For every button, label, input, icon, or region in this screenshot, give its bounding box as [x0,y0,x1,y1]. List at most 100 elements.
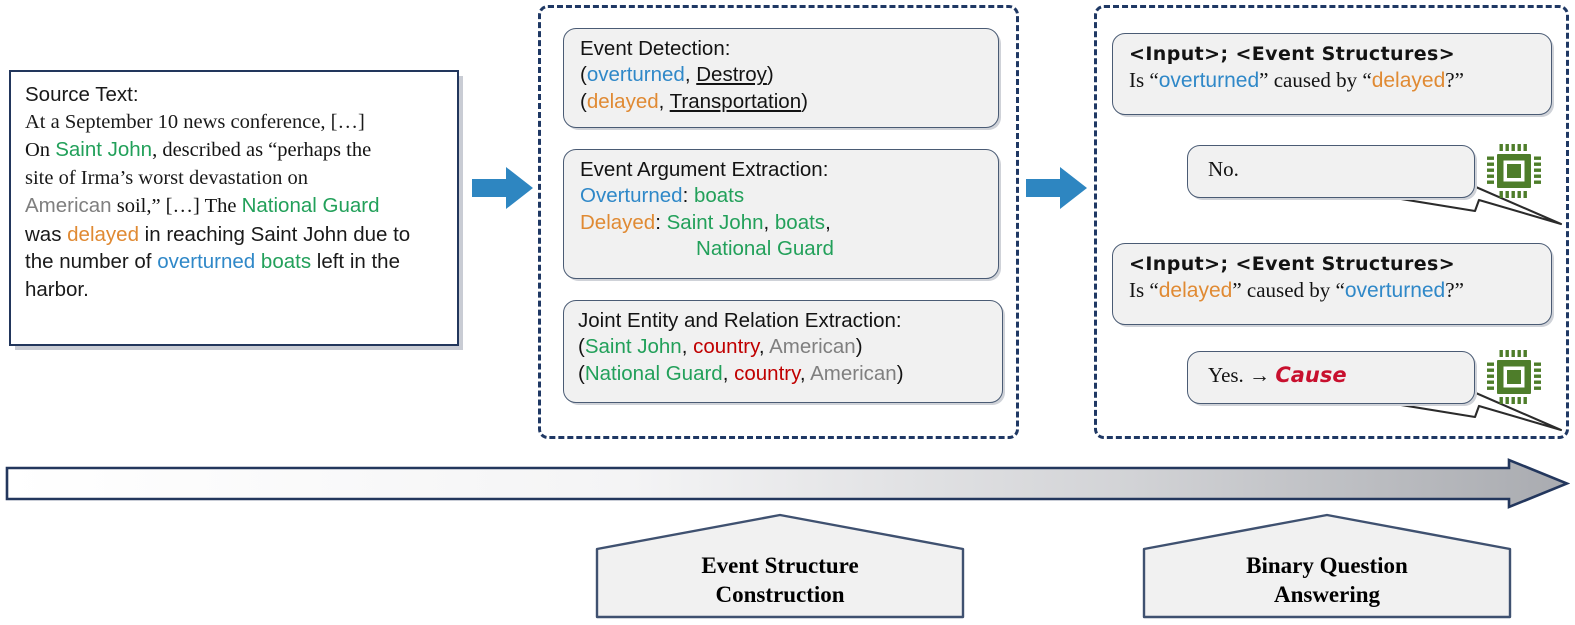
banner-binary-question-answering: Binary Question Answering [1141,512,1513,620]
qa-answer-1: No. [1208,157,1239,181]
blue-arrow-source-to-structures [472,165,534,216]
qa-answer-card-2: Yes. → Cause [1187,351,1475,404]
source-text-heading: Source Text: [25,83,139,106]
pipeline-timeline-arrow [5,458,1571,510]
eae-r3-args: National Guard [696,237,834,261]
eae-r2-event: Delayed [580,210,656,234]
jere-r1-open: ( [578,335,585,359]
qa1-pre: Is “ [1129,67,1159,92]
jere-r2-open: ( [578,361,585,385]
qa-answer-card-1: No. [1187,145,1475,198]
source-line5-pre: was [25,222,68,246]
eae-r1-args: boats [693,184,745,208]
eae-title: Event Argument Extraction: [580,158,829,181]
event-argument-extraction-body: Event Argument Extraction: Overturned: b… [564,150,998,263]
eae-r2-comma1: , [763,210,775,234]
ed-r2-open: ( [580,89,587,113]
jere-r1-close: ) [855,335,863,359]
eae-row-2: Delayed: Saint John, boats, [580,210,986,236]
jere-r2-c1: , [722,361,735,385]
banner-event-structure-construction: Event Structure Construction [594,512,966,620]
blue-arrow-structures-to-qa [1026,165,1088,216]
jere-r1-c2: , [758,335,770,359]
jere-row-2: (National Guard, country, American) [578,361,990,387]
jere-r1-c1: , [681,335,694,359]
event-detection-card: Event Detection: (overturned, Destroy) (… [563,28,999,128]
qa1-event-1: overturned [1158,68,1260,92]
qa2-event-1: delayed [1158,278,1233,302]
source-text-line-2: On Saint John, described as “perhaps the [25,136,445,165]
qa2-answer-text: Yes. → [1208,363,1276,387]
joint-entity-relation-extraction-card: Joint Entity and Relation Extraction: (S… [563,300,1003,403]
eae-r1-event: Overturned [580,184,683,208]
eae-r2-arg-a: Saint John [666,210,764,234]
qa-prompt-tokens-2: <Input>; <Event Structures> [1129,253,1456,275]
entity-saint-john: Saint John [55,138,153,162]
source-text-line-3: site of Irma’s worst devastation on [25,166,308,189]
source-line2-pre: On [25,139,56,162]
qa2-post: ?” [1445,277,1464,302]
jere-r1-head: Saint John [584,335,682,359]
source-line6-post: left in the [311,250,400,274]
source-line4-mid: soil,” […] The [111,195,242,218]
jere-r1-relation: country [693,335,759,359]
source-text-panel: Source Text: At a September 10 news conf… [9,70,459,346]
qa-prompt-body-2: <Input>; <Event Structures> Is “delayed”… [1113,244,1551,304]
source-text-line-4: American soil,” […] The National Guard [25,192,445,221]
event-detection-body: Event Detection: (overturned, Destroy) (… [564,29,998,115]
source-text-line-5: was delayed in reaching Saint John due t… [25,221,445,249]
qa2-relation-label: Cause [1275,363,1347,387]
trigger-delayed: delayed [67,222,139,246]
entity-national-guard: National Guard [241,194,380,218]
qa-question-2: Is “delayed” caused by “overturned?” [1129,277,1551,304]
qa2-pre: Is “ [1129,277,1159,302]
eae-r2-colon: : [655,210,667,234]
binary-question-answering-group: <Input>; <Event Structures> Is “overturn… [1094,5,1569,439]
eae-row-3: National Guard [580,236,986,262]
source-line5-post: in reaching Saint John due to [138,222,411,246]
eae-r2-arg-b: boats [774,210,826,234]
event-detection-row-2: (delayed, Transportation) [580,89,986,115]
entity-boats: boats [260,250,312,274]
jere-r2-close: ) [896,361,904,385]
qa1-mid: ” caused by “ [1259,67,1372,92]
jere-title: Joint Entity and Relation Extraction: [578,309,902,332]
ed-r1-trigger: overturned [586,63,685,87]
jere-body: Joint Entity and Relation Extraction: (S… [564,301,1002,387]
qa-prompt-tokens-1: <Input>; <Event Structures> [1129,43,1456,65]
source-text-line-7: harbor. [25,277,89,301]
event-detection-row-1: (overturned, Destroy) [580,62,986,88]
entity-american: American [25,194,112,218]
eae-r2-comma2: , [825,210,831,234]
ed-r1-open: ( [580,63,587,87]
qa1-post: ?” [1445,67,1464,92]
source-text-body: Source Text: At a September 10 news conf… [11,72,457,304]
qa-question-1: Is “overturned” caused by “delayed?” [1129,67,1551,94]
jere-r1-tail: American [769,335,856,359]
jere-r2-tail: American [810,361,897,385]
event-detection-title: Event Detection: [580,37,731,60]
source-line6-pre: the number of [25,250,158,274]
banner-label-1: Event Structure Construction [701,553,859,607]
ed-r2-trigger: delayed [586,89,659,113]
qa2-event-2: overturned [1344,278,1446,302]
jere-r2-relation: country [734,361,800,385]
event-argument-extraction-card: Event Argument Extraction: Overturned: b… [563,149,999,279]
source-text-line-6: the number of overturned boats left in t… [25,248,445,276]
ed-r2-sep: , [658,89,670,113]
trigger-overturned: overturned [157,250,256,274]
qa-answer-2: Yes. → Cause [1188,352,1474,388]
event-structure-construction-group: Event Detection: (overturned, Destroy) (… [538,5,1019,439]
ed-r2-close: ) [801,89,808,113]
qa2-mid: ” caused by “ [1232,277,1345,302]
qa1-event-2: delayed [1371,68,1446,92]
model-chip-icon-1 [1484,141,1544,206]
jere-r2-head: National Guard [584,361,723,385]
jere-r2-c2: , [799,361,811,385]
qa-prompt-card-2: <Input>; <Event Structures> Is “delayed”… [1112,243,1552,325]
ed-r1-type: Destroy [696,63,767,87]
ed-r1-close: ) [766,63,774,87]
source-line2-post: , described as “perhaps the [152,139,372,162]
banner-label-2: Binary Question Answering [1246,553,1408,607]
eae-row-1: Overturned: boats [580,183,986,209]
